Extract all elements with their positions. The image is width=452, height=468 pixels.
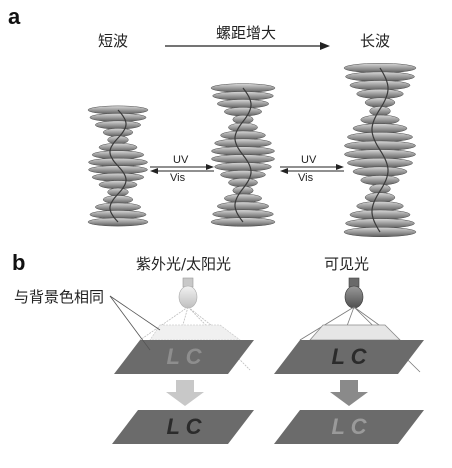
helix-disc [89, 210, 147, 219]
helix-disc [356, 201, 404, 212]
helix-disc [352, 123, 408, 134]
helix-disc [217, 201, 269, 211]
lc-slab-right-bottom [274, 410, 424, 444]
annotation-leaders [109, 295, 161, 351]
long-wave-label: 长波 [360, 32, 391, 50]
helix-disc [360, 175, 400, 186]
helix-disc [228, 178, 258, 188]
panel-a-label: a [8, 4, 21, 29]
lc-slab-left-bottom [112, 410, 254, 444]
pitch-increase-label: 螺距增大 [216, 24, 277, 42]
helix-disc [220, 130, 266, 140]
helix-disc [89, 113, 147, 122]
helix-disc [228, 122, 258, 132]
helix-disc [217, 99, 269, 109]
helix-disc [360, 114, 400, 125]
uv-label-2: UV [301, 154, 317, 166]
helix-disc [232, 185, 254, 196]
helix-disc [91, 172, 145, 182]
helix-disc [98, 180, 138, 190]
lc-text-left-top: L C [166, 344, 202, 369]
visible-light-label: 可见光 [324, 255, 370, 273]
helix-disc [349, 80, 411, 91]
helix-disc [369, 106, 391, 117]
helix-disc [212, 209, 274, 219]
helix-disc [220, 170, 266, 180]
helix-long-pitch [343, 63, 417, 237]
helix-disc [212, 91, 274, 101]
helix-disc [107, 135, 129, 145]
helix-disc [347, 132, 413, 143]
helix-disc [232, 114, 254, 125]
helix-disc [224, 193, 262, 203]
helix-disc [352, 166, 408, 177]
helix-disc [349, 209, 411, 220]
helix-disc [369, 183, 391, 194]
lc-text-left-bottom: L C [166, 414, 202, 439]
helix-disc [95, 120, 141, 130]
helix-short-pitch [87, 105, 149, 227]
helix-disc [98, 142, 138, 152]
helix-disc [214, 162, 272, 172]
helix-axis [109, 109, 127, 223]
helix-axis [371, 67, 389, 233]
helix-disc [107, 187, 129, 197]
lc-text-right-top: L C [331, 344, 367, 369]
uv-label-1: UV [173, 154, 189, 166]
visible-bulb-icon [344, 277, 364, 309]
pitch-arrow [165, 42, 330, 50]
panel-b-label: b [12, 250, 26, 275]
helix-disc [102, 128, 134, 137]
helix-medium-pitch [210, 83, 276, 227]
short-wave-label: 短波 [98, 32, 129, 50]
uv-light-cone [139, 306, 251, 371]
helix-disc [224, 107, 262, 117]
helix-disc [214, 138, 272, 148]
lc-slab-right-top [274, 340, 424, 374]
helix-disc [347, 157, 413, 168]
same-as-background-label: 与背景色相同 [14, 288, 105, 306]
down-arrow-left [166, 380, 204, 406]
helix-disc [91, 150, 145, 160]
helix-disc [364, 192, 396, 203]
helix-axis [234, 87, 252, 223]
uv-bulb-icon [178, 277, 198, 309]
down-arrow-right [330, 380, 368, 406]
vis-label-2: Vis [298, 172, 314, 184]
helix-disc [356, 88, 404, 99]
switch-arrow-1 [150, 164, 214, 174]
helix-disc [102, 195, 134, 204]
lc-text-right-bottom: L C [331, 414, 367, 439]
vis-label-1: Vis [170, 172, 186, 184]
helix-disc [364, 97, 396, 108]
uv-sunlight-label: 紫外光/太阳光 [136, 255, 232, 273]
helix-disc [345, 71, 415, 82]
helix-disc [345, 218, 415, 229]
switch-arrow-2 [280, 164, 344, 174]
helix-disc [95, 202, 141, 212]
